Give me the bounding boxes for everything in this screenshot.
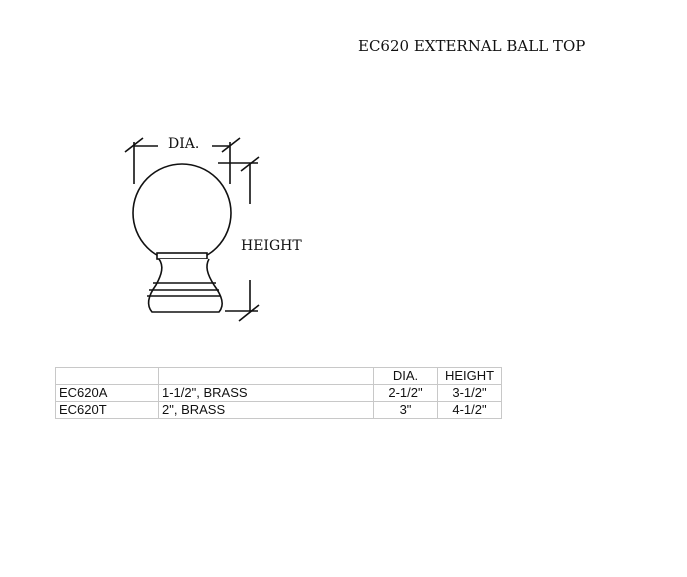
height-value: 4-1/2" <box>437 401 502 419</box>
table-row: EC620A 1-1/2", BRASS 2-1/2" 3-1/2" <box>55 384 502 402</box>
table-header-row: DIA. HEIGHT <box>55 367 502 385</box>
header-height: HEIGHT <box>437 367 502 385</box>
header-cell <box>158 367 374 385</box>
table-row: EC620T 2", BRASS 3" 4-1/2" <box>55 401 502 419</box>
header-dia: DIA. <box>373 367 438 385</box>
height-label: HEIGHT <box>241 238 302 254</box>
part-number: EC620A <box>55 384 159 402</box>
dia-value: 3" <box>373 401 438 419</box>
spec-table: DIA. HEIGHT EC620A 1-1/2", BRASS 2-1/2" … <box>55 367 502 419</box>
description: 1-1/2", BRASS <box>158 384 374 402</box>
description: 2", BRASS <box>158 401 374 419</box>
dia-label: DIA. <box>168 136 200 152</box>
header-cell <box>55 367 159 385</box>
drawing-title: EC620 EXTERNAL BALL TOP <box>358 37 586 55</box>
ball-shape <box>132 163 232 263</box>
dia-value: 2-1/2" <box>373 384 438 402</box>
height-value: 3-1/2" <box>437 384 502 402</box>
part-number: EC620T <box>55 401 159 419</box>
